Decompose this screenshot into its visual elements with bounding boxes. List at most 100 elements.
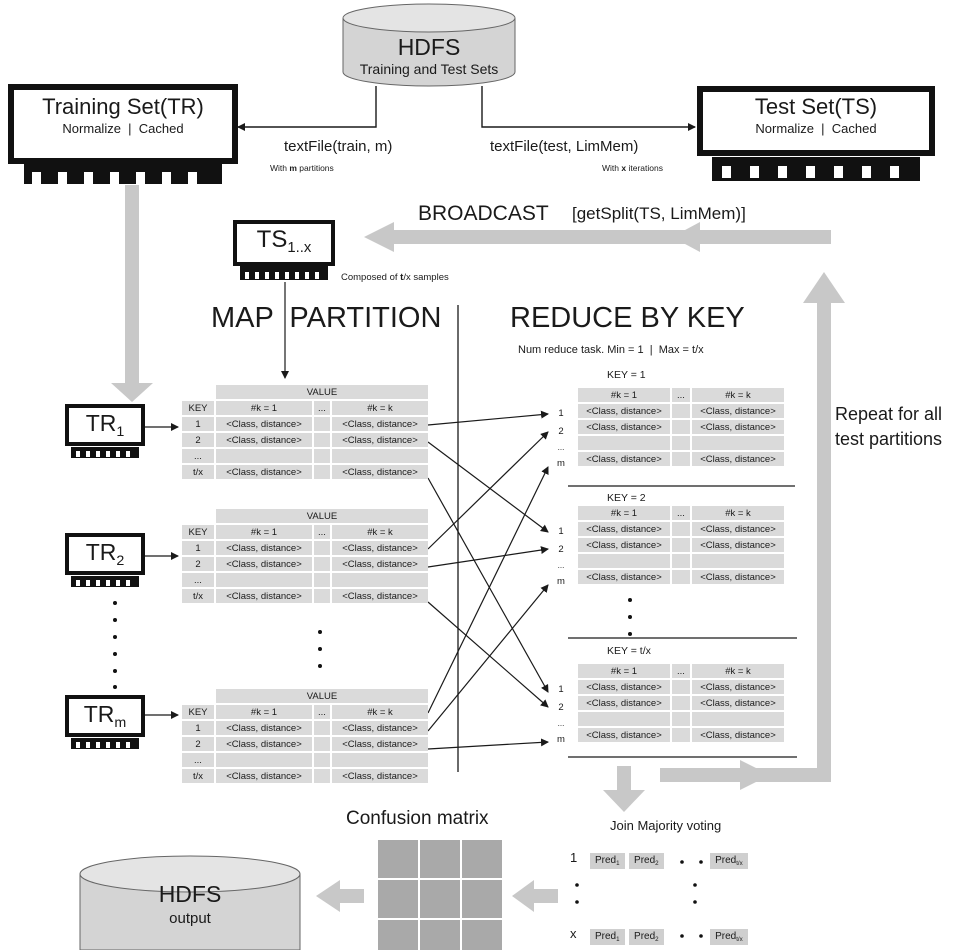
reduce-by-key-title: REDUCE BY KEY xyxy=(510,302,745,334)
map-value-header: VALUE xyxy=(216,509,428,523)
table-row: 2<Class, distance><Class, distance> xyxy=(182,557,428,571)
reduce-separators xyxy=(568,485,797,758)
hdfs-input-subtitle: Training and Test Sets xyxy=(359,61,499,77)
pred-chip: Predt/x xyxy=(710,853,748,869)
training-set-chip xyxy=(8,84,238,184)
pred-chip: Predt/x xyxy=(710,929,748,945)
map-key-header: KEY xyxy=(182,401,214,415)
map-value-header: VALUE xyxy=(216,385,428,399)
hdfs-output: HDFS output xyxy=(80,880,300,930)
map-table-2: VALUE KEY#k = 1... #k = k 1<Class, distan… xyxy=(180,507,430,605)
join-row-1-label: 1 xyxy=(570,850,578,865)
pred-chip: Pred2 xyxy=(629,853,664,869)
table-row: <Class, distance><Class, distance> xyxy=(578,696,784,710)
confusion-matrix-title: Confusion matrix xyxy=(346,808,489,829)
map-partition-title: MAP PARTITION xyxy=(211,302,442,334)
map-col-1: #k = 1 xyxy=(216,705,312,719)
ts-chunk-note: Composed of t/x samples xyxy=(341,272,449,283)
tr1-label: TR1 xyxy=(85,410,125,440)
train-textfile-call: textFile(train, m) xyxy=(284,138,393,155)
map-col-dots: ... xyxy=(314,705,330,719)
test-set-title: Test Set(TS) xyxy=(754,94,878,119)
map-value-header: VALUE xyxy=(216,689,428,703)
map-ellipsis-dots xyxy=(318,630,322,668)
table-row: <Class, distance><Class, distance> xyxy=(578,570,784,584)
repeat-note-line1: Repeat for all xyxy=(835,404,943,424)
reduce-table-2: #k = 1...#k = k <Class, distance><Class,… xyxy=(576,504,786,586)
test-set-chip xyxy=(697,86,935,181)
training-set-box: Training Set(TR) Normalize | Cached xyxy=(14,94,232,138)
table-row: 1<Class, distance><Class, distance> xyxy=(182,541,428,555)
tr-ellipsis-dots xyxy=(113,601,117,689)
broadcast-call: [getSplit(TS, LimMem)] xyxy=(572,204,746,223)
hdfs-split-arrows xyxy=(237,86,696,131)
broadcast-label: BROADCAST xyxy=(418,202,549,225)
trm-chip xyxy=(65,695,145,749)
hdfs-output-cylinder xyxy=(79,855,301,950)
join-row-x: Pred1 Pred2 Predt/x xyxy=(590,926,748,945)
pred-chip: Pred1 xyxy=(590,929,625,945)
training-set-title: Training Set(TR) xyxy=(42,94,204,119)
test-set-subtitle: Normalize | Cached xyxy=(755,121,877,136)
hdfs-input-title: HDFS xyxy=(397,34,461,60)
reduce-task-note: Num reduce task. Min = 1 | Max = t/x xyxy=(518,344,704,356)
table-row xyxy=(578,436,784,450)
table-row: <Class, distance><Class, distance> xyxy=(578,452,784,466)
table-row: <Class, distance><Class, distance> xyxy=(578,404,784,418)
map-col-k: #k = k xyxy=(332,525,428,539)
map-col-k: #k = k xyxy=(332,401,428,415)
table-row: t/x<Class, distance><Class, distance> xyxy=(182,589,428,603)
join-row-1: Pred1 Pred2 Predt/x xyxy=(590,850,748,869)
table-row: t/x<Class, distance><Class, distance> xyxy=(182,769,428,783)
table-row: ... xyxy=(182,573,428,587)
table-row: ... xyxy=(182,449,428,463)
reduce-key-2-label: KEY = 2 xyxy=(607,492,646,504)
ts-chunk-chip xyxy=(233,220,335,280)
map-table-m: VALUE KEY#k = 1...#k = k 1<Class, distan… xyxy=(180,687,430,785)
repeat-note-line2: test partitions xyxy=(835,429,943,449)
table-row: 2<Class, distance><Class, distance> xyxy=(182,737,428,751)
training-set-subtitle: Normalize | Cached xyxy=(62,121,184,136)
table-row: t/x<Class, distance><Class, distance> xyxy=(182,465,428,479)
table-row: <Class, distance><Class, distance> xyxy=(578,728,784,742)
table-row: 2<Class, distance><Class, distance> xyxy=(182,433,428,447)
map-col-1: #k = 1 xyxy=(216,401,312,415)
map-key-header: KEY xyxy=(182,525,214,539)
hdfs-output-subtitle: output xyxy=(169,910,211,927)
pred-chip: Pred1 xyxy=(590,853,625,869)
shuffle-arrows xyxy=(427,410,549,750)
table-row: <Class, distance><Class, distance> xyxy=(578,680,784,694)
reduce-table-1: #k = 1...#k = k <Class, distance><Class,… xyxy=(576,386,786,468)
table-row xyxy=(578,554,784,568)
table-row: <Class, distance><Class, distance> xyxy=(578,522,784,536)
reduce-key-1-label: KEY = 1 xyxy=(607,369,646,381)
map-key-header: KEY xyxy=(182,705,214,719)
join-ellipsis-dots xyxy=(575,860,703,938)
table-row: ... xyxy=(182,753,428,767)
hdfs-input-cylinder xyxy=(342,3,516,87)
tr1-chip xyxy=(65,404,145,458)
table-row xyxy=(578,712,784,726)
map-table-1: VALUE KEY#k = 1...#k = k 1<Class, distan… xyxy=(180,383,430,481)
reduce-table-tx: #k = 1...#k = k <Class, distance><Class,… xyxy=(576,662,786,744)
tr2-chip xyxy=(65,533,145,587)
map-col-dots: ... xyxy=(314,401,330,415)
tr-to-table-arrows xyxy=(145,423,179,719)
train-partitions-note: With m partitions xyxy=(270,163,334,173)
join-voting-title: Join Majority voting xyxy=(610,818,722,833)
trm-label: TRm xyxy=(83,701,127,731)
pred-chip: Pred2 xyxy=(629,929,664,945)
table-row: 1<Class, distance><Class, distance> xyxy=(182,417,428,431)
ts-chunk-label: TS1..x xyxy=(256,226,312,257)
test-iterations-note: With x iterations xyxy=(602,163,663,173)
table-row: 1<Class, distance><Class, distance> xyxy=(182,721,428,735)
flow-arrows xyxy=(111,185,845,912)
reduce-key-tx-label: KEY = t/x xyxy=(607,645,651,657)
reduce-ellipsis-dots xyxy=(628,598,632,636)
hdfs-input: HDFS Training and Test Sets xyxy=(343,34,515,78)
map-col-1: #k = 1 xyxy=(216,525,312,539)
